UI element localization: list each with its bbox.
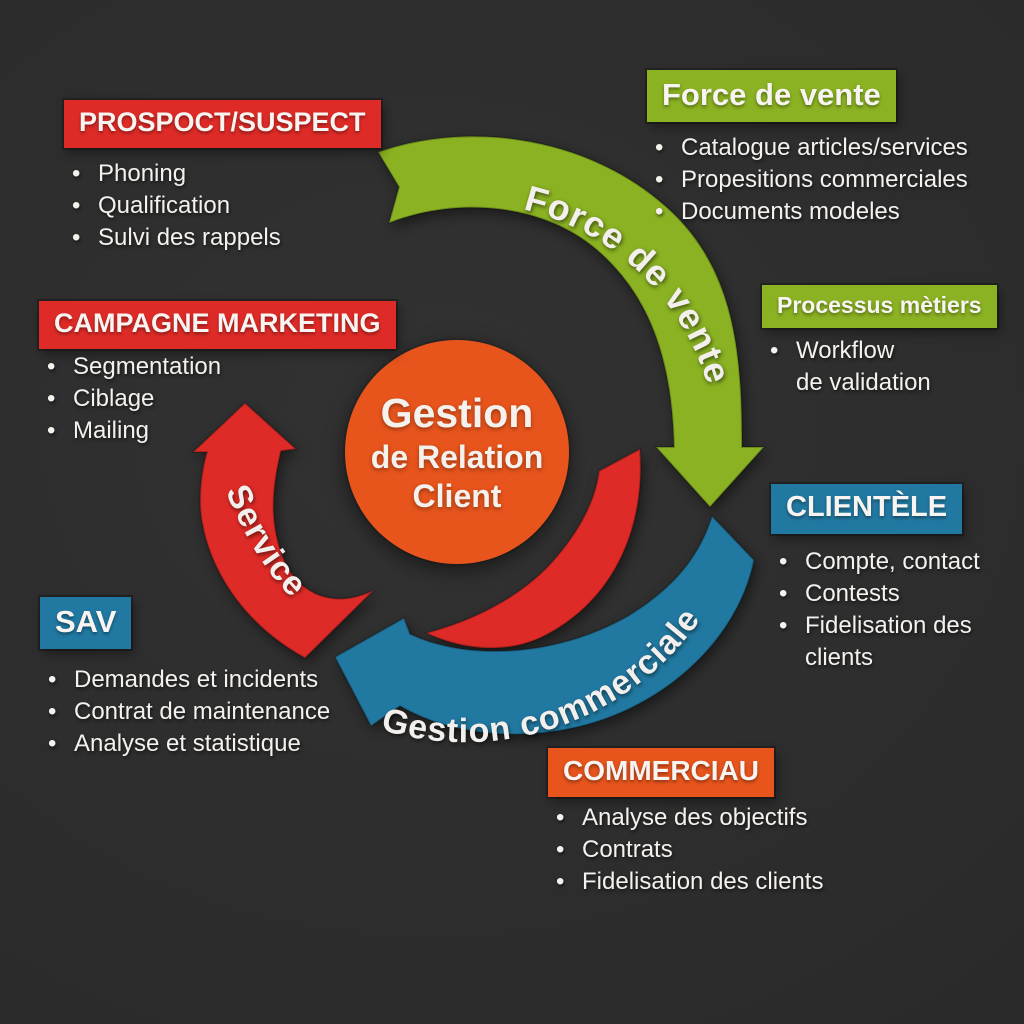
list-item: Compte, contact	[777, 546, 980, 578]
list-item: Documents modeles	[653, 196, 968, 228]
panel-processus-metiers: Processus mètiers Workflow de validation	[762, 285, 997, 399]
list-item: Analyse et statistique	[46, 728, 330, 760]
panel-list-processus-metiers: Workflow de validation	[768, 335, 997, 399]
panel-list-sav: Demandes et incidents Contrat de mainten…	[46, 664, 330, 760]
panel-title-prospoct-suspect: PROSPOCT/SUSPECT	[64, 100, 381, 148]
panel-list-force-de-vente: Catalogue articles/services Propesitions…	[653, 132, 968, 228]
list-item: Mailing	[45, 415, 396, 447]
list-item: Demandes et incidents	[46, 664, 330, 696]
list-item: Contrat de maintenance	[46, 696, 330, 728]
panel-list-commerciau: Analyse des objectifs Contrats Fidelisat…	[554, 802, 823, 898]
panel-sav: SAV Demandes et incidents Contrat de mai…	[40, 597, 330, 760]
list-item: Segmentation	[45, 351, 396, 383]
list-item: Contrats	[554, 834, 823, 866]
panel-prospoct-suspect: PROSPOCT/SUSPECT Phoning Qualification S…	[64, 100, 381, 254]
center-title-line3: Client	[412, 478, 502, 514]
center-title-line2: de Relation	[370, 438, 544, 475]
list-item: Catalogue articles/services	[653, 132, 968, 164]
panel-force-de-vente: Force de vente Catalogue articles/servic…	[647, 70, 968, 228]
panel-title-sav: SAV	[40, 597, 132, 650]
gestion-commerciale-arrow	[333, 514, 756, 736]
list-item: Fidelisation des clients	[777, 610, 980, 674]
panel-list-prospoct-suspect: Phoning Qualification Sulvi des rappels	[70, 158, 381, 254]
list-item: Propesitions commerciales	[653, 164, 968, 196]
center-circle: Gestion de Relation Client	[345, 340, 569, 564]
force-de-vente-arrow	[376, 135, 767, 509]
list-item: Workflow de validation	[768, 335, 997, 399]
panel-clientele: CLIENTÈLE Compte, contact Contests Fidel…	[771, 484, 980, 674]
list-item: Sulvi des rappels	[70, 222, 381, 254]
panel-title-force-de-vente: Force de vente	[647, 70, 896, 123]
panel-campagne-marketing: CAMPAGNE MARKETING Segmentation Ciblage …	[39, 301, 396, 447]
list-item: Contests	[777, 578, 980, 610]
center-title-line1: Gestion	[380, 389, 534, 436]
panel-list-clientele: Compte, contact Contests Fidelisation de…	[777, 546, 980, 674]
panel-title-processus-metiers: Processus mètiers	[762, 285, 997, 329]
panel-commerciau: COMMERCIAU Analyse des objectifs Contrat…	[548, 748, 823, 898]
list-item: Fidelisation des clients	[554, 866, 823, 898]
list-item: Analyse des objectifs	[554, 802, 823, 834]
inner-red-arc	[423, 447, 642, 650]
list-item: Qualification	[70, 190, 381, 222]
panel-title-clientele: CLIENTÈLE	[771, 484, 963, 534]
panel-title-commerciau: COMMERCIAU	[548, 748, 774, 797]
list-item: Ciblage	[45, 383, 396, 415]
panel-list-campagne-marketing: Segmentation Ciblage Mailing	[45, 351, 396, 447]
list-item: Phoning	[70, 158, 381, 190]
panel-title-campagne-marketing: CAMPAGNE MARKETING	[39, 301, 396, 349]
